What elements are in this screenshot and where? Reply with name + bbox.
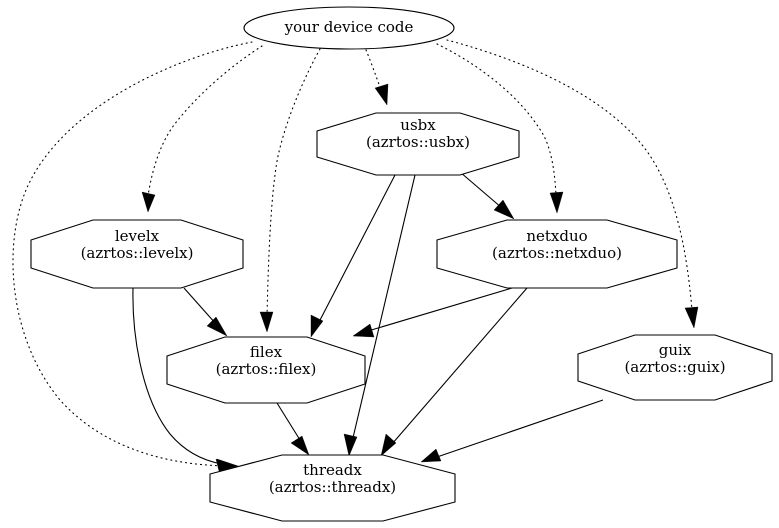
node-netxduo-shape[interactable] bbox=[436, 219, 678, 289]
node-guix-shape[interactable] bbox=[577, 334, 773, 401]
node-filex-shape[interactable] bbox=[166, 336, 366, 404]
edge-netxduo-to-filex bbox=[352, 287, 513, 338]
node-your-device-code-shape[interactable] bbox=[243, 6, 455, 50]
edge-guix-to-threadx bbox=[420, 399, 604, 463]
edge-usbx-to-filex bbox=[310, 174, 396, 338]
edge-levelx-to-filex bbox=[183, 287, 228, 337]
edge-usbx-to-threadx bbox=[343, 174, 416, 457]
node-levelx-shape[interactable] bbox=[30, 219, 244, 289]
edge-device-code-to-levelx bbox=[141, 45, 263, 213]
edge-netxduo-to-threadx bbox=[380, 287, 528, 457]
edge-device-code-to-guix bbox=[446, 39, 699, 329]
edge-filex-to-threadx bbox=[276, 402, 310, 456]
edge-device-code-to-usbx bbox=[365, 49, 389, 106]
edge-device-code-to-filex bbox=[259, 48, 321, 333]
edge-device-code-to-netxduo bbox=[436, 43, 564, 214]
edge-usbx-to-netxduo bbox=[459, 171, 515, 220]
node-usbx-shape[interactable] bbox=[316, 112, 520, 176]
node-threadx-shape[interactable] bbox=[209, 454, 456, 522]
